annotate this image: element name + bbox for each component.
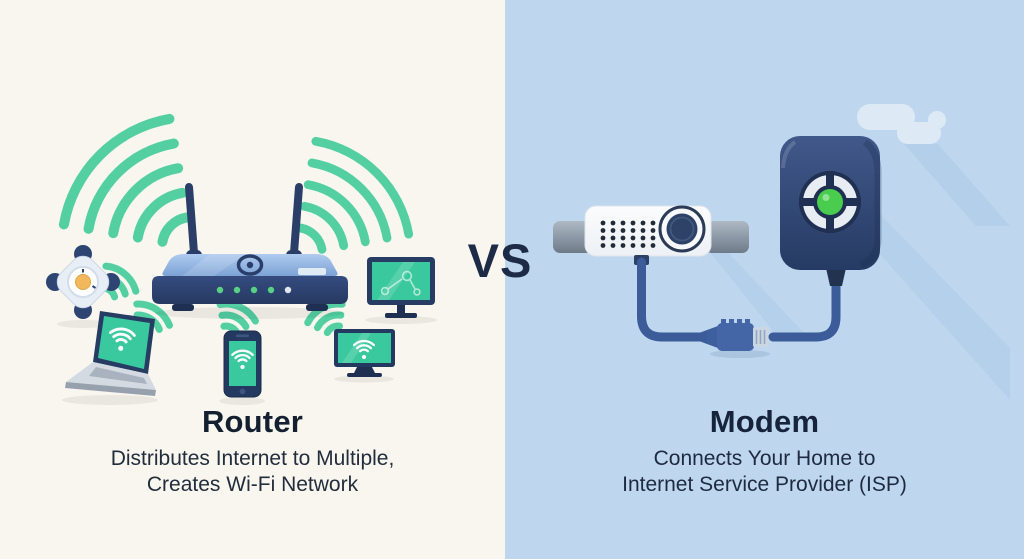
router-illustration — [0, 0, 437, 405]
desktop-monitor-icon — [365, 257, 437, 324]
smartphone-icon — [219, 330, 265, 405]
wall-junction-box-icon — [584, 205, 712, 265]
modem-shadow — [878, 212, 1010, 400]
modem-icon — [780, 136, 882, 286]
laptop-icon — [62, 311, 158, 405]
router-logo — [236, 254, 264, 276]
wall-pipe — [553, 221, 749, 253]
router-description-line2: Creates Wi-Fi Network — [146, 473, 359, 496]
ethernet-cable-icon — [768, 277, 841, 342]
wireless-router-icon — [152, 183, 348, 319]
cloud-icon — [857, 104, 946, 144]
ethernet-cable-icon — [637, 257, 712, 342]
modem-caption: Modem Connects Your Home to Internet Ser… — [505, 405, 1024, 498]
vs-label: VS — [467, 234, 533, 287]
modem-illustration — [553, 104, 1010, 400]
router-title: Router — [201, 404, 304, 439]
smart-tv-icon — [334, 329, 395, 383]
rj45-connector-icon — [699, 319, 770, 358]
modem-title: Modem — [709, 404, 820, 439]
router-caption: Router Distributes Internet to Multiple,… — [0, 405, 505, 498]
box-shadow — [710, 243, 805, 336]
cloud-shadow — [904, 144, 1010, 226]
router-status-leds — [216, 286, 292, 294]
status-light — [799, 171, 861, 233]
router-description-line1: Distributes Internet to Multiple, — [110, 447, 395, 470]
modem-section-background — [505, 0, 1024, 559]
modem-description-line1: Connects Your Home to — [653, 447, 876, 470]
circuit-glyph — [380, 270, 421, 296]
modem-description-line2: Internet Service Provider (ISP) — [622, 473, 907, 496]
smart-hub-icon — [46, 245, 120, 328]
